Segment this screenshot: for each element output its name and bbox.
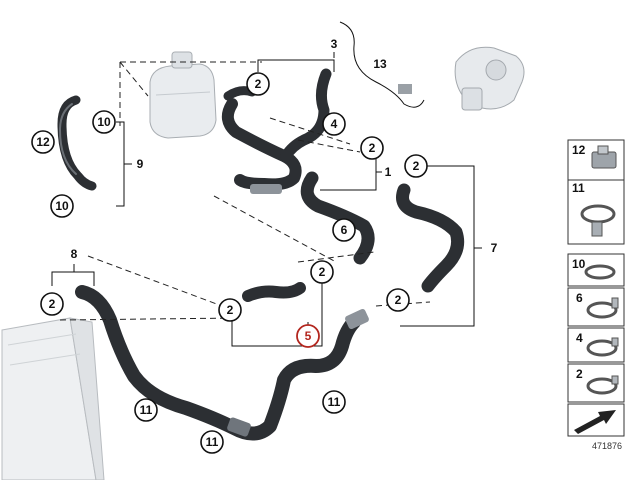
sensor-plug — [398, 84, 412, 94]
legend-item-4: 4 — [567, 327, 625, 363]
hose-lower — [75, 285, 361, 441]
expansion-tank — [149, 51, 217, 139]
hose-lower-clamp — [227, 417, 251, 437]
hose-clip-icon — [591, 145, 617, 169]
radiator — [1, 317, 105, 480]
callout-5: 5 — [296, 324, 320, 348]
svg-text:2: 2 — [576, 367, 583, 381]
svg-text:12: 12 — [36, 135, 50, 149]
clamp-icon — [584, 264, 616, 280]
svg-text:11: 11 — [206, 435, 219, 449]
callout-10-top: 10 — [92, 110, 116, 134]
hose-3-branch — [280, 68, 332, 162]
svg-text:6: 6 — [341, 223, 348, 237]
legend-item-6: 6 — [567, 287, 625, 327]
hose-clamp-icon — [580, 204, 616, 237]
thermostat-housing — [454, 46, 525, 111]
callout-4: 4 — [322, 112, 346, 136]
hose-7 — [396, 183, 465, 293]
callout-11-right: 11 — [322, 390, 346, 414]
label-9: 9 — [137, 157, 144, 171]
callout-10-bottom: 10 — [50, 194, 74, 218]
callout-2-left: 2 — [40, 292, 64, 316]
label-7: 7 — [491, 241, 498, 255]
svg-text:2: 2 — [413, 159, 420, 173]
svg-text:11: 11 — [572, 181, 585, 195]
hose-12 — [57, 95, 97, 191]
svg-text:11: 11 — [140, 403, 153, 417]
callout-2-right: 2 — [404, 154, 428, 178]
label-13: 13 — [373, 57, 387, 71]
svg-text:10: 10 — [55, 199, 69, 213]
legend-item-2: 2 — [567, 363, 625, 403]
svg-text:5: 5 — [305, 329, 312, 343]
hose-12-highlight — [59, 103, 77, 175]
legend-item-11: 11 — [567, 179, 625, 245]
svg-text:11: 11 — [328, 395, 341, 409]
svg-text:2: 2 — [227, 303, 234, 317]
svg-text:12: 12 — [572, 143, 586, 157]
legend-item-12: 12 — [567, 139, 625, 181]
dashed-guides — [59, 61, 431, 321]
clamp-icon — [586, 337, 619, 357]
direction-arrow-icon — [574, 410, 616, 434]
svg-text:10: 10 — [572, 257, 586, 271]
clamp-icon — [586, 297, 619, 319]
svg-text:2: 2 — [319, 265, 326, 279]
callout-2-hose5-right: 2 — [310, 260, 334, 284]
hose-lower-connector — [345, 308, 369, 330]
svg-text:2: 2 — [255, 77, 262, 91]
callout-11-left: 11 — [134, 398, 158, 422]
callout-2-lower-right: 2 — [386, 288, 410, 312]
svg-text:10: 10 — [97, 115, 111, 129]
callout-12: 12 — [31, 130, 55, 154]
svg-text:2: 2 — [49, 297, 56, 311]
leader-lines — [51, 52, 482, 347]
parts-legend: 12 11 10 6 — [567, 139, 625, 451]
diagram-reference-number: 471876 — [592, 441, 622, 451]
sensor-wire — [339, 21, 425, 108]
callout-2-hose5-left: 2 — [218, 298, 242, 322]
hose-3-elbow — [223, 86, 257, 101]
hose-3-connector — [250, 184, 282, 194]
clamp-icon — [586, 375, 619, 395]
hose-6 — [300, 171, 375, 265]
callout-2-center: 2 — [360, 136, 384, 160]
hose-5 — [242, 282, 306, 302]
svg-text:6: 6 — [576, 291, 583, 305]
callout-6: 6 — [332, 218, 356, 242]
label-8: 8 — [71, 247, 78, 261]
callout-11-bottom: 11 — [200, 430, 224, 454]
svg-text:4: 4 — [576, 331, 583, 345]
callout-2-top-left: 2 — [246, 72, 270, 96]
svg-text:4: 4 — [331, 117, 338, 131]
hose-3 — [221, 98, 302, 191]
label-1: 1 — [385, 165, 392, 179]
label-3: 3 — [331, 37, 338, 51]
svg-text:2: 2 — [395, 293, 402, 307]
legend-arrow-box — [567, 403, 625, 437]
legend-item-10: 10 — [567, 253, 625, 287]
svg-text:2: 2 — [369, 141, 376, 155]
